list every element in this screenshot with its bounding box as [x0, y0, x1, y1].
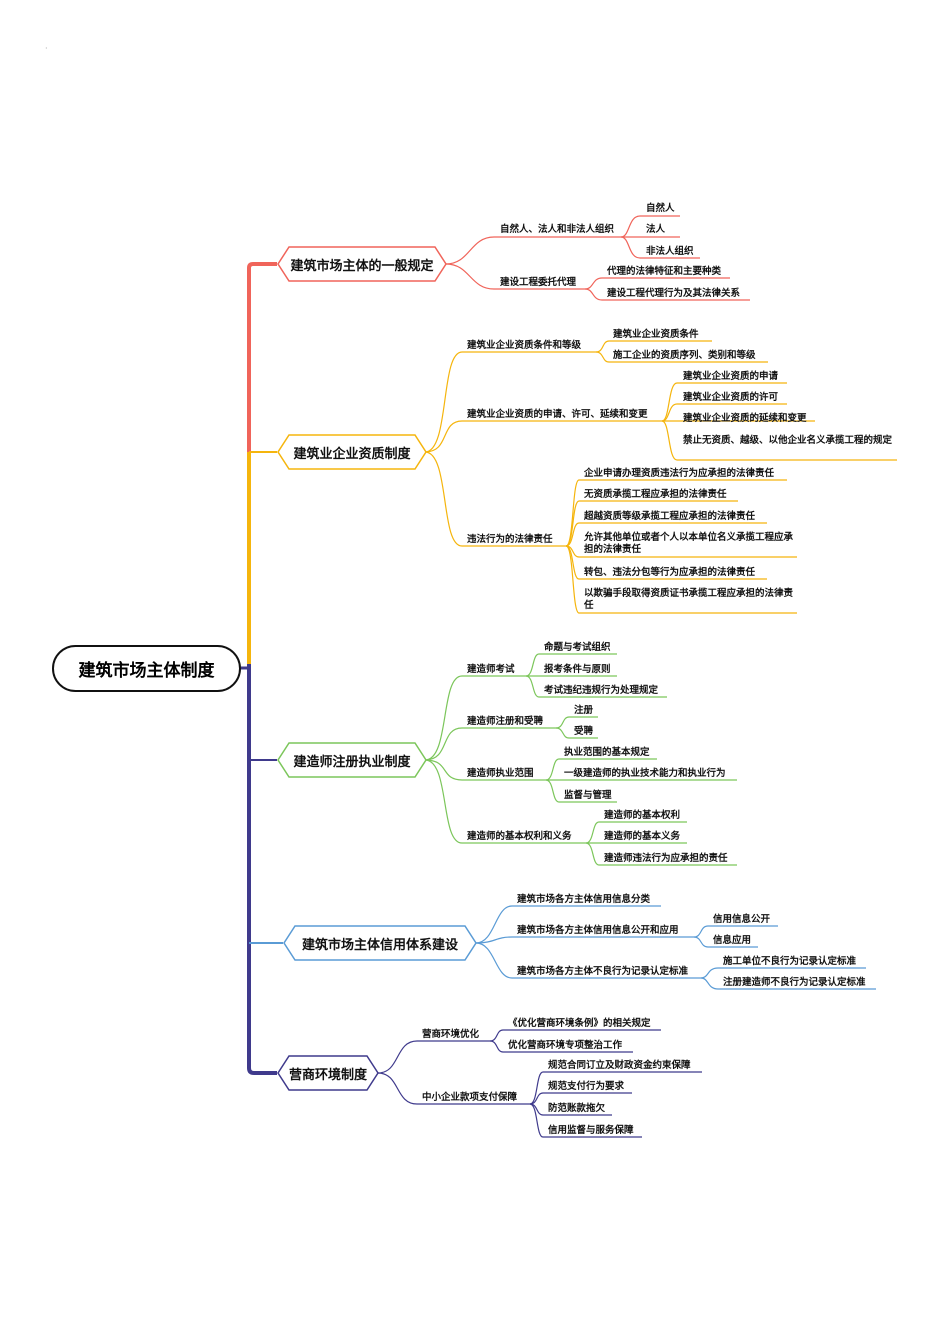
hexagon-shape — [283, 925, 477, 961]
hexagon-shape — [277, 742, 427, 778]
subtopic-label[interactable]: 建设工程委托代理 — [500, 277, 577, 288]
hexagon-shape — [277, 246, 447, 282]
leaf-label[interactable]: 注册 — [574, 705, 594, 716]
subtopic-label[interactable]: 建筑市场各方主体信用信息分类 — [517, 894, 651, 905]
leaf-label[interactable]: 企业申请办理资质违法行为应承担的法律责任 — [584, 468, 775, 479]
branch-title: 建筑市场主体的一般规定 — [290, 258, 434, 274]
leaf-label[interactable]: 防范账款拖欠 — [548, 1103, 606, 1114]
leaf-label[interactable]: 报考条件与原则 — [544, 664, 611, 675]
leaf-label[interactable]: 信用信息公开 — [713, 914, 771, 925]
subtopic-label[interactable]: 违法行为的法律责任 — [467, 534, 553, 545]
leaf-label[interactable]: 一级建造师的执业技术能力和执业行为 — [564, 768, 726, 779]
leaf-label[interactable]: 施工企业的资质序列、类别和等级 — [613, 350, 756, 361]
leaf-label[interactable]: 施工单位不良行为记录认定标准 — [723, 956, 857, 967]
leaf-label[interactable]: 建筑业企业资质的延续和变更 — [683, 413, 807, 424]
leaf-label[interactable]: 以欺骗手段取得资质证书承揽工程应承担的法律责任 — [584, 588, 794, 611]
leaf-label[interactable]: 《优化营商环境条例》的相关规定 — [508, 1018, 651, 1029]
subtopic-label[interactable]: 中小企业款项支付保障 — [422, 1092, 518, 1103]
leaf-label[interactable]: 建筑业企业资质的许可 — [683, 392, 779, 403]
leaf-label[interactable]: 考试违纪违规行为处理规定 — [544, 685, 659, 696]
branch-node-constructor[interactable]: 建造师注册执业制度 — [277, 742, 427, 778]
branch-node-general-rules[interactable]: 建筑市场主体的一般规定 — [277, 246, 447, 282]
subtopic-label[interactable]: 建筑市场各方主体信用信息公开和应用 — [517, 925, 679, 936]
leaf-label[interactable]: 建设工程代理行为及其法律关系 — [607, 288, 741, 299]
subtopic-label[interactable]: 建造师的基本权利和义务 — [467, 831, 572, 842]
leaf-label[interactable]: 注册建造师不良行为记录认定标准 — [723, 977, 866, 988]
branch-title: 建筑业企业资质制度 — [293, 446, 411, 462]
subtopic-label[interactable]: 建造师执业范围 — [467, 768, 534, 779]
branch-title: 建造师注册执业制度 — [293, 754, 411, 770]
branch-title: 建筑市场主体信用体系建设 — [301, 937, 458, 953]
leaf-label[interactable]: 非法人组织 — [646, 246, 694, 257]
leaf-label[interactable]: 转包、违法分包等行为应承担的法律责任 — [584, 567, 756, 578]
subtopic-label[interactable]: 建造师注册和受聘 — [467, 716, 544, 727]
subtopic-label[interactable]: 建造师考试 — [467, 664, 515, 675]
leaf-label[interactable]: 优化营商环境专项整治工作 — [508, 1040, 623, 1051]
subtopic-label[interactable]: 建筑市场各方主体不良行为记录认定标准 — [517, 966, 689, 977]
leaf-label[interactable]: 建造师的基本义务 — [604, 831, 681, 842]
leaf-label[interactable]: 建筑业企业资质的申请 — [683, 371, 779, 382]
leaf-label[interactable]: 信用监督与服务保障 — [548, 1125, 634, 1136]
subtopic-label[interactable]: 建筑业企业资质的申请、许可、延续和变更 — [467, 409, 648, 420]
corner-mark: · — [45, 44, 48, 53]
leaf-label[interactable]: 代理的法律特征和主要种类 — [607, 266, 722, 277]
leaf-label[interactable]: 建筑业企业资质条件 — [613, 329, 699, 340]
hexagon-shape — [277, 1055, 379, 1091]
leaf-label[interactable]: 信息应用 — [713, 935, 752, 946]
branch-node-credit[interactable]: 建筑市场主体信用体系建设 — [283, 925, 477, 961]
leaf-label[interactable]: 建造师的基本权利 — [604, 810, 681, 821]
leaf-label[interactable]: 自然人 — [646, 203, 675, 214]
leaf-label[interactable]: 禁止无资质、越级、以他企业名义承揽工程的规定 — [683, 435, 893, 446]
leaf-label[interactable]: 受聘 — [574, 726, 594, 737]
subtopic-label[interactable]: 建筑业企业资质条件和等级 — [467, 340, 582, 351]
leaf-label[interactable]: 无资质承揽工程应承担的法律责任 — [584, 489, 727, 500]
leaf-label[interactable]: 执业范围的基本规定 — [564, 747, 650, 758]
leaf-label[interactable]: 超越资质等级承揽工程应承担的法律责任 — [584, 511, 756, 522]
leaf-label[interactable]: 规范支付行为要求 — [548, 1081, 625, 1092]
leaf-label[interactable]: 规范合同订立及财政资金约束保障 — [548, 1060, 691, 1071]
branch-title: 营商环境制度 — [288, 1067, 367, 1083]
leaf-label[interactable]: 允许其他单位或者个人以本单位名义承揽工程应承担的法律责任 — [584, 532, 794, 555]
branch-node-business-env[interactable]: 营商环境制度 — [277, 1055, 379, 1091]
leaf-label[interactable]: 命题与考试组织 — [544, 642, 611, 653]
leaf-label[interactable]: 建造师违法行为应承担的责任 — [604, 853, 728, 864]
subtopic-label[interactable]: 营商环境优化 — [422, 1029, 480, 1040]
subtopic-label[interactable]: 自然人、法人和非法人组织 — [500, 224, 615, 235]
leaf-label[interactable]: 监督与管理 — [564, 790, 612, 801]
root-node[interactable]: 建筑市场主体制度 — [52, 645, 241, 692]
branch-node-qualification[interactable]: 建筑业企业资质制度 — [277, 434, 427, 470]
leaf-label[interactable]: 法人 — [646, 224, 666, 235]
hexagon-shape — [277, 434, 427, 470]
